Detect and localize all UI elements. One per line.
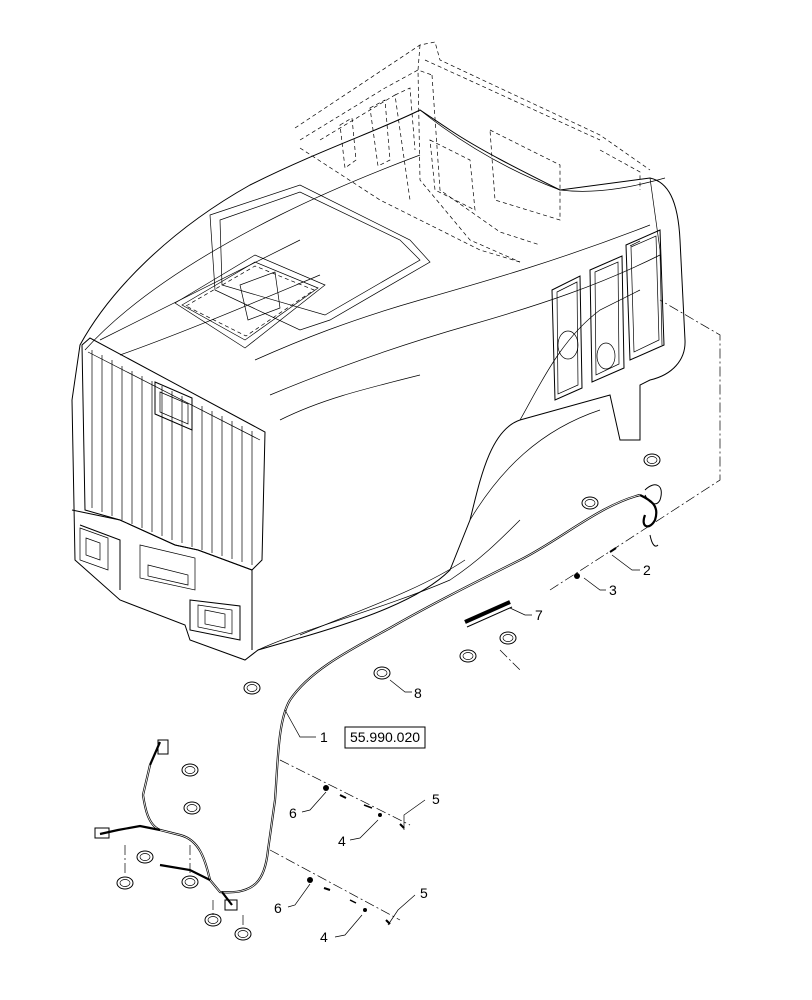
callout-5a: 5	[432, 791, 440, 807]
grommet-icon	[181, 875, 199, 889]
grommet-icon	[243, 681, 261, 695]
wiring-harness	[94, 484, 662, 911]
grommet-icon	[234, 927, 252, 941]
grommet-icon	[643, 453, 661, 467]
callout-leaders	[284, 554, 640, 938]
reference-box[interactable]: 55.990.020	[344, 726, 426, 749]
fastener-icon	[323, 785, 405, 829]
callout-6b: 6	[274, 900, 282, 916]
callout-4b: 4	[320, 929, 328, 945]
grommet-icon	[136, 850, 154, 864]
callout-7: 7	[535, 607, 543, 623]
callout-3: 3	[609, 582, 617, 598]
grommet-icon	[459, 649, 477, 663]
grommet-icon	[373, 666, 391, 680]
callout-5b: 5	[420, 885, 428, 901]
grommet-icon	[204, 913, 222, 927]
cable-tie-icon	[464, 600, 513, 628]
callout-1: 1	[320, 729, 328, 745]
callout-6a: 6	[289, 805, 297, 821]
callout-4a: 4	[338, 833, 346, 849]
callout-8: 8	[414, 685, 422, 701]
fastener-icon	[574, 547, 617, 579]
hood-assembly	[71, 41, 686, 661]
grommet-icon	[581, 496, 599, 510]
callout-2: 2	[643, 562, 651, 578]
fastener-icon	[307, 877, 391, 925]
grommets	[116, 453, 661, 941]
grommet-icon	[499, 631, 517, 645]
grommet-icon	[181, 763, 199, 777]
grommet-icon	[183, 801, 201, 815]
reference-number: 55.990.020	[350, 729, 420, 745]
grommet-icon	[116, 876, 134, 890]
